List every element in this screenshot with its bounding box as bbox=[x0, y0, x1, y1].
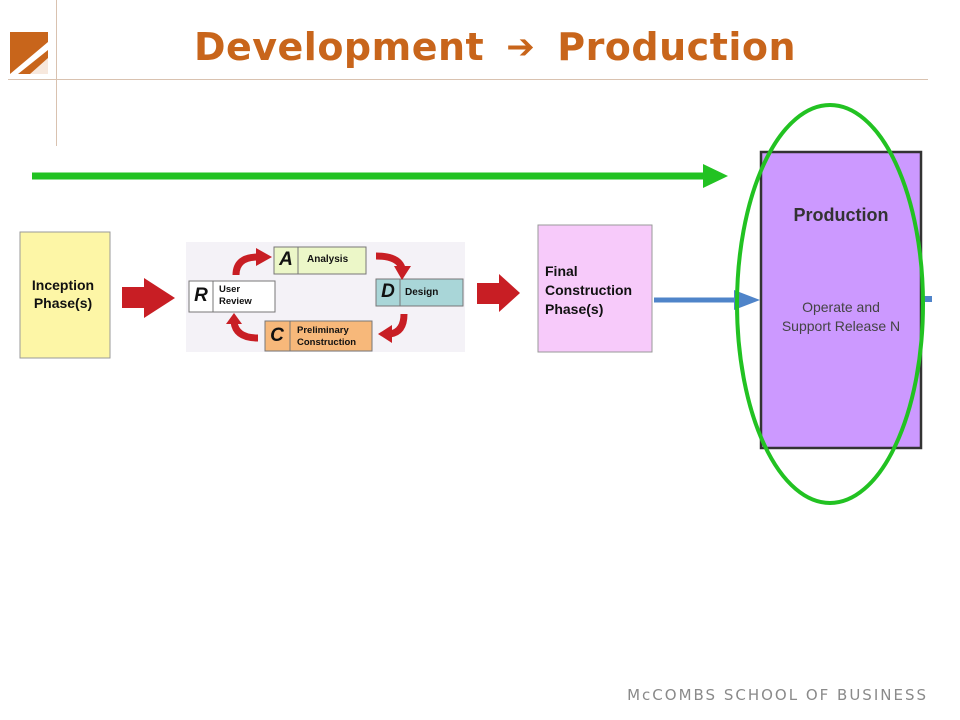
footer-school-name: McCOMBS SCHOOL OF BUSINESS bbox=[627, 686, 928, 704]
red-arrow-2 bbox=[477, 274, 520, 312]
production-heading: Production bbox=[793, 205, 889, 225]
page-title: Development ➔ Production bbox=[150, 22, 840, 76]
analysis-label: Analysis bbox=[307, 254, 349, 265]
final-construction-label: Final Construction Phase(s) bbox=[545, 262, 632, 319]
design-box bbox=[375, 278, 464, 307]
construction-label-line1: Preliminary bbox=[297, 325, 349, 336]
final-construction-box bbox=[537, 224, 653, 353]
highlight-ellipse bbox=[735, 103, 925, 505]
review-label-line2: Review bbox=[219, 296, 252, 307]
review-label: User Review bbox=[219, 284, 252, 308]
production-line1: Operate and bbox=[802, 299, 880, 315]
review-letter: R bbox=[194, 285, 208, 306]
construction-label: Preliminary Construction bbox=[297, 325, 356, 349]
inception-label: Inception Phase(s) bbox=[20, 276, 106, 312]
construction-letter: C bbox=[270, 325, 284, 346]
title-left: Development bbox=[193, 24, 485, 69]
design-letter: D bbox=[381, 281, 395, 302]
final-line2: Construction bbox=[545, 282, 633, 298]
header-horizontal-rule bbox=[8, 79, 928, 80]
production-line2: Support Release N bbox=[781, 318, 901, 334]
progress-arrow bbox=[32, 164, 728, 188]
construction-label-line2: Construction bbox=[297, 337, 357, 348]
analysis-letter: A bbox=[279, 249, 293, 270]
review-box bbox=[188, 280, 276, 313]
title-arrow-icon: ➔ bbox=[506, 26, 536, 67]
inception-label-line2: Phase(s) bbox=[33, 295, 93, 311]
production-box bbox=[759, 150, 923, 450]
title-right: Production bbox=[557, 24, 797, 69]
red-arrow-1 bbox=[122, 278, 175, 318]
cycle-arrowheads bbox=[226, 248, 411, 343]
blue-arrow bbox=[654, 290, 932, 310]
header-vertical-rule bbox=[56, 0, 57, 146]
final-line1: Final bbox=[545, 263, 578, 279]
inception-box bbox=[19, 231, 111, 359]
final-line3: Phase(s) bbox=[545, 301, 604, 317]
mccombs-logo-icon bbox=[10, 32, 48, 74]
analysis-box bbox=[273, 246, 367, 275]
production-description: Operate and Support Release N bbox=[761, 298, 921, 336]
inception-label-line1: Inception bbox=[31, 277, 95, 293]
construction-box bbox=[264, 320, 373, 352]
design-label: Design bbox=[405, 287, 439, 298]
review-label-line1: User bbox=[219, 284, 241, 295]
